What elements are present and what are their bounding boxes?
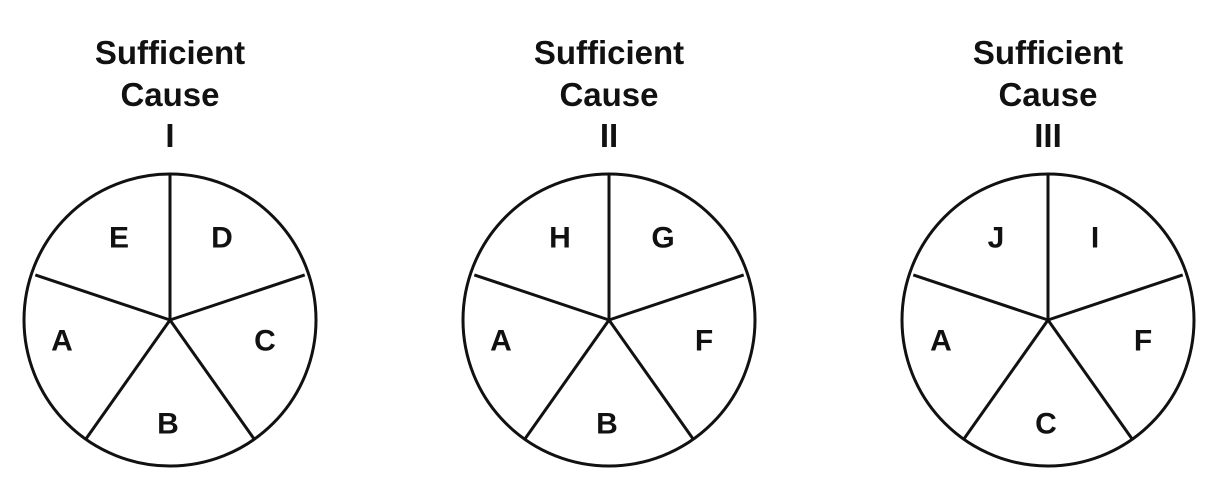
cause-1-component-e: E xyxy=(109,222,129,255)
cause-3-title-line-3: III xyxy=(1034,117,1062,154)
cause-3-component-f: F xyxy=(1134,325,1152,358)
cause-1-title-line-1: Sufficient xyxy=(95,34,245,71)
sufficient-cause-pie-2: Sufficient Cause II G F B A H xyxy=(461,34,757,468)
cause-3-title-line-1: Sufficient xyxy=(973,34,1123,71)
cause-2-component-h: H xyxy=(549,222,571,255)
cause-2-component-g: G xyxy=(651,222,674,255)
cause-2-title-line-1: Sufficient xyxy=(534,34,684,71)
cause-3-component-i: I xyxy=(1091,222,1099,255)
cause-2-component-a: A xyxy=(490,325,512,358)
cause-2-component-f: F xyxy=(695,325,713,358)
cause-1-component-a: A xyxy=(51,325,73,358)
cause-3-component-a: A xyxy=(930,325,952,358)
cause-1-component-c: C xyxy=(254,325,276,358)
cause-3-divider-2 xyxy=(1047,273,1184,322)
cause-1-component-d: D xyxy=(211,222,233,255)
sufficient-cause-pie-1: Sufficient Cause I D C B A E xyxy=(22,34,318,468)
cause-3-divider-3 xyxy=(1046,319,1134,441)
cause-1-divider-2 xyxy=(169,273,306,322)
cause-2-title-line-3: II xyxy=(600,117,618,154)
cause-2-divider-5 xyxy=(473,273,610,322)
cause-1-divider-5 xyxy=(34,273,171,322)
cause-3-title-line-2: Cause xyxy=(998,76,1097,113)
cause-2-component-b: B xyxy=(596,408,618,441)
cause-2-divider-4 xyxy=(523,319,611,441)
cause-3-component-c: C xyxy=(1035,408,1057,441)
cause-1-component-b: B xyxy=(157,408,179,441)
cause-3-component-j: J xyxy=(988,222,1005,255)
cause-2-title-line-2: Cause xyxy=(559,76,658,113)
cause-2-divider-3 xyxy=(607,319,695,441)
cause-1-title-line-3: I xyxy=(165,117,174,154)
sufficient-cause-pie-3: Sufficient Cause III I F C A J xyxy=(900,34,1196,468)
cause-3-divider-5 xyxy=(912,273,1049,322)
cause-3-divider-4 xyxy=(962,319,1050,441)
cause-1-divider-3 xyxy=(168,319,256,441)
cause-1-divider-4 xyxy=(84,319,172,441)
cause-1-title-line-2: Cause xyxy=(120,76,219,113)
cause-2-divider-2 xyxy=(608,273,745,322)
